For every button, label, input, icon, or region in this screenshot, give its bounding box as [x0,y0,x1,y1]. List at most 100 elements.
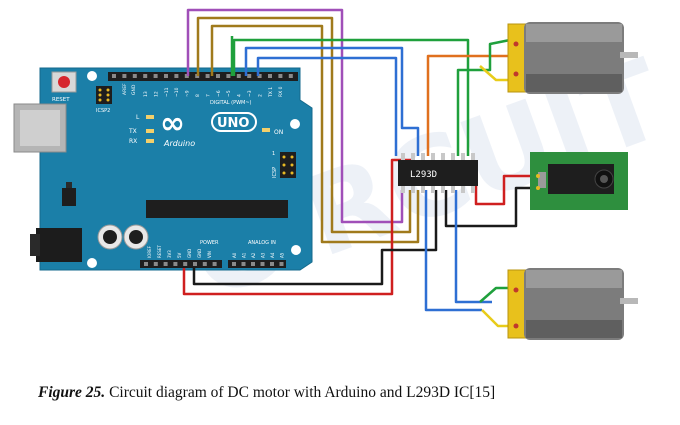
wire-black-gnd [192,190,438,286]
pin-hole [183,262,188,266]
power-pin-label: RESET [157,245,162,258]
ic-pin [461,185,465,193]
pin-hole [174,74,179,78]
figure-caption: Figure 25. Circuit diagram of DC motor w… [38,384,658,402]
power-pin-label: GND [197,249,202,258]
top-pin-label: 13 [143,91,149,97]
pin-hole [193,262,197,266]
icsp-pin1-label: 1 [272,151,275,157]
top-pin-label: 7 [205,94,211,97]
digital-header [108,72,298,81]
pin-hole [143,74,148,78]
pin-hole [279,262,284,266]
led-l-label: L [136,114,140,121]
analog-pin-label: A0 [232,252,237,258]
pin-hole [153,74,158,78]
wire-yellow-motor2 [481,309,512,328]
dc-power-jack [36,228,82,262]
ic-pin [421,185,425,193]
pin-hole [251,262,255,266]
ic-pin [441,185,445,193]
dc-motor-2 [507,268,638,340]
reset-label: RESET [52,97,70,103]
wire-black-battery [444,186,532,228]
pin-hole [212,262,217,266]
top-pin-label: ~11 [164,87,170,97]
l293d-ic: L293D [398,153,478,193]
power-header [140,260,222,268]
wire-green-motor1 [456,38,511,156]
pin-hole [164,74,168,78]
pin-hole [144,262,148,266]
wire-brown-1 [196,16,412,234]
top-pin-label: ~5 [226,90,232,97]
pin-hole [132,74,137,78]
wire-blue-motor2 [424,190,482,312]
on-label: ON [274,129,283,136]
pin-hole [122,74,127,78]
top-pin-label: ~3 [247,90,253,97]
ic-pin [441,153,445,161]
led-rx-label: RX [129,138,137,145]
power-pin-label: 3V3 [167,250,172,258]
wire-green-motor2 [479,286,512,303]
pin-hole [226,74,231,78]
pin-hole [236,74,241,78]
ic-pin [431,185,435,193]
capacitors [97,224,149,250]
wire-orange [426,54,508,156]
pin-hole [232,262,236,266]
analog-pin-label: A3 [261,252,266,258]
wire-green-1 [232,38,470,156]
analog-pin-label: A1 [242,252,247,258]
caption-text: Circuit diagram of DC motor with Arduino… [109,384,496,401]
power-pin-label: IOREF [147,245,152,258]
pin-hole [268,74,272,78]
power-pin-label: VIN [207,251,212,258]
analog-label: ANALOG IN [248,240,276,246]
wire-blue-2 [256,56,398,156]
gnd-label-top: GND [131,84,137,95]
wire-brown-2 [210,24,420,244]
power-pin-label: GND [187,249,192,258]
pin-hole [163,262,168,266]
top-pin-label: 2 [257,94,263,97]
digital-label: DIGITAL (PWM~) [210,100,252,106]
pin-hole [205,74,210,78]
uno-label: UNO [217,116,250,131]
voltage-regulator [62,188,76,206]
top-pin-label: ~6 [216,90,222,97]
ic-pin [451,185,455,193]
wire-blue-1 [244,46,420,156]
icsp2-header [96,86,112,104]
ic-pin [411,153,415,161]
atmega-chip [146,200,288,218]
ic-pin [401,153,405,161]
pin-hole [216,74,220,78]
pin-hole [173,262,178,266]
figure-label: Figure 25. [38,384,106,401]
top-pin-label: TX 1 [268,87,274,98]
top-pin-label: ~9 [185,90,191,97]
power-pin-label: 5V [177,252,182,258]
icsp-header [280,152,296,178]
ic-pin [451,153,455,161]
ic-pin [461,153,465,161]
pin-hole [288,74,293,78]
ic-pin [471,185,475,193]
led-tx-label: TX [128,128,137,135]
power-module [530,152,628,210]
dc-motor-1 [507,22,638,94]
pin-hole [241,262,246,266]
ic-label: L293D [410,170,437,180]
arduino-logo-icon: ∞ [160,106,185,141]
pin-hole [270,262,274,266]
icsp2-label: ICSP2 [96,108,110,114]
power-label: POWER [200,240,219,246]
aref-label: AREF [122,83,128,95]
ic-pin [431,153,435,161]
wire-purple [186,8,404,224]
ic-pin [421,153,425,161]
